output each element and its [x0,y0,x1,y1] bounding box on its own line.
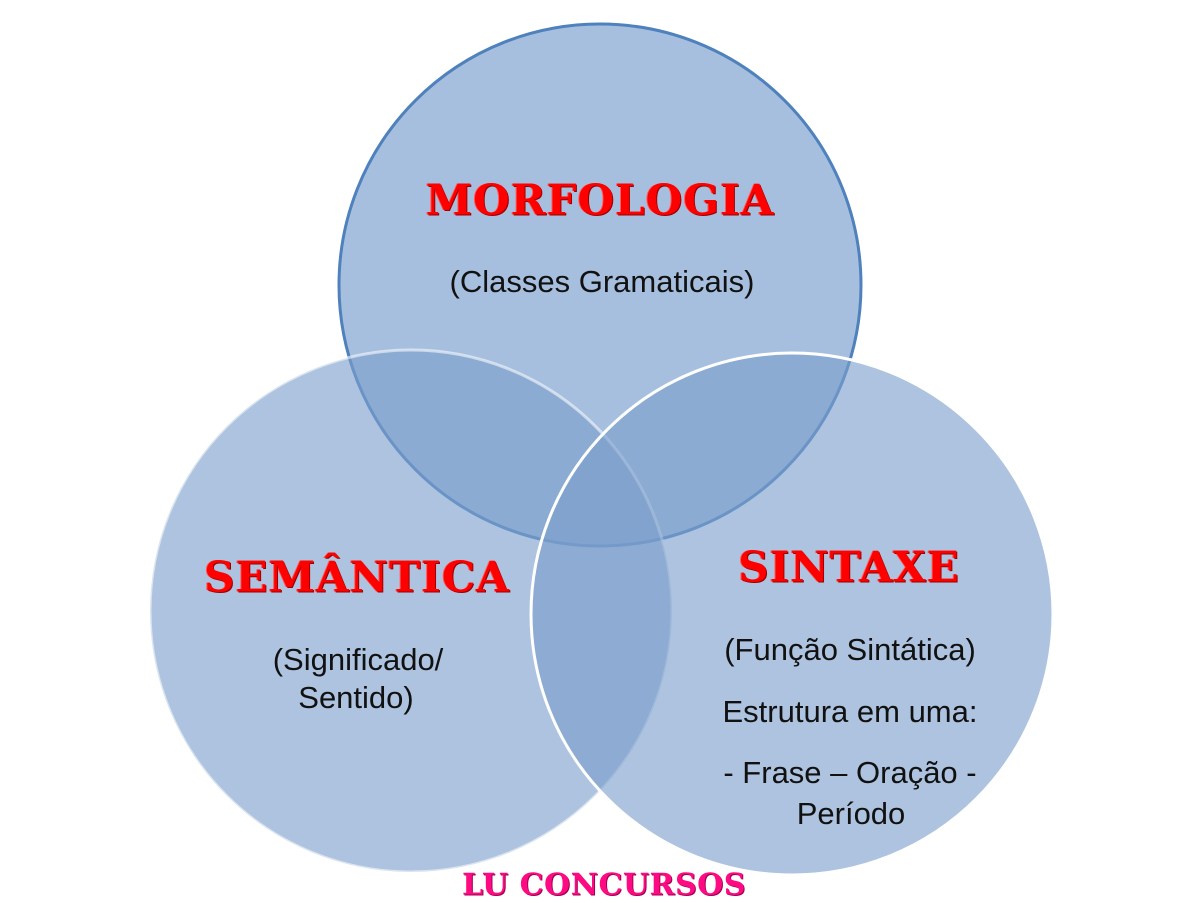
morfologia-title: MORFOLOGIA [425,175,775,225]
morfologia-description: (Classes Gramaticais) [449,264,755,299]
semantica-description-line-1: (Significado/ [272,642,444,677]
sintaxe-description-line-2: Estrutura em uma: [722,694,978,729]
semantica-title: SEMÂNTICA [204,552,510,602]
circle-sintaxe [529,351,1055,877]
sintaxe-description-line-1: (Função Sintática) [724,632,976,667]
sintaxe-title: SINTAXE [738,542,960,592]
semantica-description-line-2: Sentido) [298,680,414,715]
sintaxe-description-line-3: - Frase – Oração - [723,755,977,790]
sintaxe-description-line-4: Período [796,796,906,831]
brand-watermark: LU CONCURSOS [462,867,746,903]
